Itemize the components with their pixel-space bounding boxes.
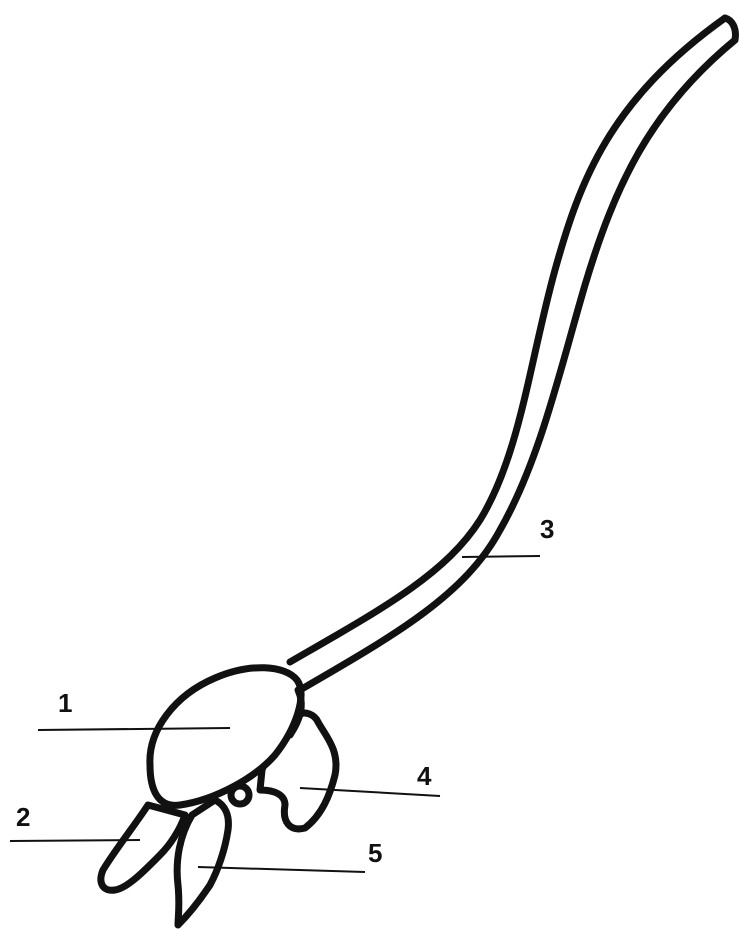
label-1: 1 (58, 688, 72, 718)
label-2: 2 (16, 802, 30, 832)
leader-line-3 (462, 556, 540, 557)
stalk-right-edge (300, 40, 735, 690)
label-4: 4 (417, 761, 432, 791)
leader-line-5 (198, 867, 365, 872)
stalk (290, 18, 735, 690)
stalk-tip (725, 18, 735, 40)
leader-line-2 (10, 840, 140, 841)
lobe-left-lower (101, 805, 185, 890)
label-5: 5 (368, 838, 382, 868)
label-3: 3 (540, 514, 554, 544)
